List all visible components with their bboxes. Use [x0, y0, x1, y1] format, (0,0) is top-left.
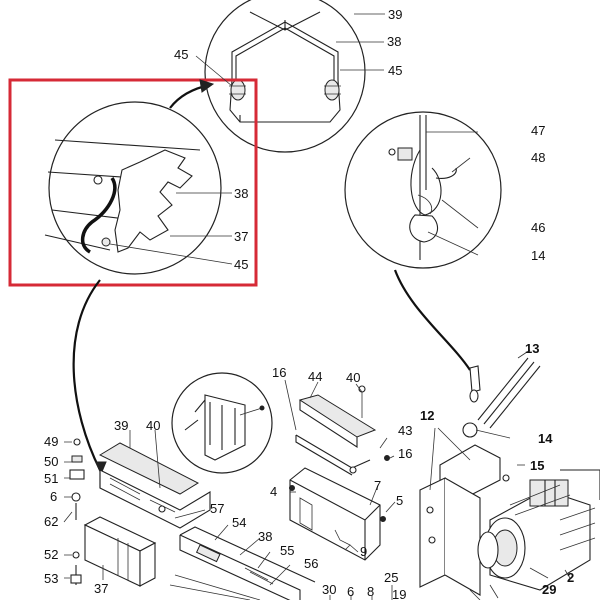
fastener-stack-left — [69, 438, 85, 585]
callout-46: 46 — [531, 220, 545, 235]
callout-55: 55 — [280, 543, 294, 558]
callout-38-low: 38 — [258, 529, 272, 544]
callout-52: 52 — [44, 547, 58, 562]
detail-circle-upper-left — [44, 101, 222, 275]
leader-arrowhead-left — [95, 461, 107, 476]
callout-25: 25 — [384, 570, 398, 585]
leader-arrowhead-top — [199, 79, 215, 93]
callout-16-a: 16 — [272, 365, 286, 380]
callout-6-low: 6 — [347, 584, 354, 599]
callout-39-low: 39 — [114, 418, 128, 433]
part-9-panel — [289, 467, 386, 561]
callout-14-lower: 14 — [538, 431, 553, 446]
leader-curve-right — [393, 269, 471, 371]
callout-50: 50 — [44, 454, 58, 469]
callout-38-mid: 38 — [234, 186, 248, 201]
callout-12: 12 — [420, 408, 434, 423]
detail-circle-lower — [171, 372, 273, 474]
part-13-rods — [462, 357, 541, 438]
callout-4: 4 — [270, 484, 277, 499]
callout-39-top: 39 — [388, 7, 402, 22]
part-44-bracket — [295, 385, 390, 476]
callout-45-top-right: 45 — [388, 63, 402, 78]
detail-circle-top — [204, 0, 366, 153]
part-54-bar — [169, 526, 316, 600]
callout-9: 9 — [360, 544, 367, 559]
callout-56: 56 — [304, 556, 318, 571]
callout-15: 15 — [530, 458, 544, 473]
callout-62: 62 — [44, 514, 58, 529]
callout-47: 47 — [531, 123, 545, 138]
callout-13: 13 — [525, 341, 539, 356]
callout-19: 19 — [392, 587, 406, 600]
callout-53: 53 — [44, 571, 58, 586]
callout-6-left: 6 — [50, 489, 57, 504]
callout-14-upper: 14 — [531, 248, 545, 263]
callout-5: 5 — [396, 493, 403, 508]
callout-labels: 39 38 45 45 38 37 45 47 48 46 14 13 14 1… — [44, 7, 574, 600]
callout-29: 29 — [542, 582, 556, 597]
callout-2: 2 — [567, 570, 574, 585]
callout-45-top-left: 45 — [174, 47, 188, 62]
callout-49: 49 — [44, 434, 58, 449]
callout-37-low: 37 — [94, 581, 108, 596]
callout-40-right: 40 — [346, 370, 360, 385]
part-39-panel — [98, 442, 211, 529]
callout-30: 30 — [322, 582, 336, 597]
callout-38-top: 38 — [387, 34, 401, 49]
callout-16-b: 16 — [398, 446, 412, 461]
motor-assembly — [419, 444, 600, 600]
part-37-block — [83, 516, 157, 587]
callout-57: 57 — [210, 501, 224, 516]
callout-7: 7 — [374, 478, 381, 493]
detail-circle-right — [344, 111, 502, 269]
callout-45-mid: 45 — [234, 257, 248, 272]
callout-37-mid: 37 — [234, 229, 248, 244]
callout-40-left: 40 — [146, 418, 160, 433]
callout-54: 54 — [232, 515, 246, 530]
callout-51: 51 — [44, 471, 58, 486]
callout-8: 8 — [367, 584, 374, 599]
leader-lines — [63, 13, 571, 600]
callout-44: 44 — [308, 369, 322, 384]
callout-48: 48 — [531, 150, 545, 165]
highlight-box — [8, 78, 258, 287]
leader-curve-left — [72, 279, 101, 471]
callout-43: 43 — [398, 423, 412, 438]
